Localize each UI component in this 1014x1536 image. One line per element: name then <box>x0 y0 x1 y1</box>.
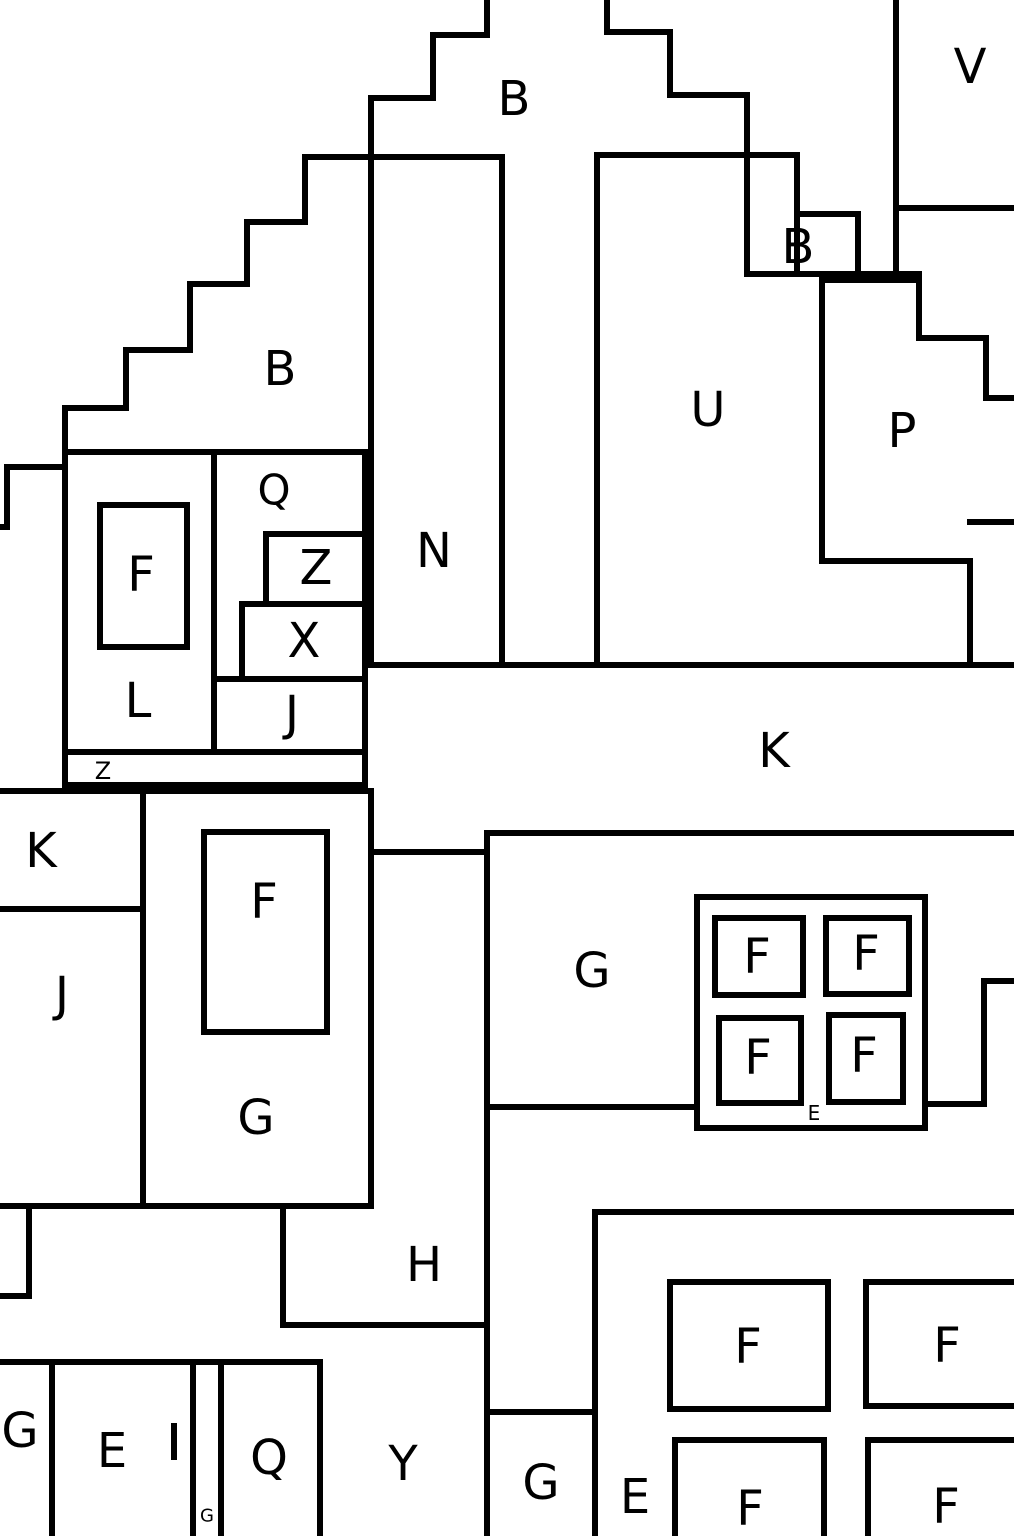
label-g-lower: G <box>237 1090 274 1146</box>
label-f-win-2: F <box>933 1318 961 1374</box>
region-labels: B V B B U P Q F Z N X L J K Z K F J G F … <box>1 39 986 1536</box>
label-q-bottom: Q <box>250 1430 288 1486</box>
label-f-grid-1: F <box>743 929 771 985</box>
label-f-grid-3: F <box>744 1030 772 1086</box>
label-b-top: B <box>498 71 531 127</box>
label-f-win-4: F <box>932 1479 960 1535</box>
label-e-bottom: E <box>97 1423 127 1479</box>
label-f-grid-4: F <box>850 1028 878 1084</box>
label-z-mid: Z <box>300 540 333 596</box>
label-e-bottom-right: E <box>620 1469 650 1525</box>
label-b-small: B <box>782 219 815 275</box>
label-n: N <box>416 523 452 579</box>
label-e-small: E <box>808 1101 821 1125</box>
label-q-top: Q <box>257 466 290 515</box>
label-f-tall: F <box>250 874 278 930</box>
label-k-band: K <box>758 723 791 779</box>
label-b-left: B <box>264 341 297 397</box>
label-j-left: J <box>52 967 69 1023</box>
label-g-mid: G <box>573 943 610 999</box>
label-f-grid-2: F <box>852 926 880 982</box>
label-l: L <box>125 673 152 729</box>
label-y: Y <box>387 1436 418 1492</box>
label-i-bottom: I <box>168 1416 181 1467</box>
label-x: X <box>288 613 321 669</box>
label-g-bottom: G <box>522 1455 559 1511</box>
label-u: U <box>690 382 725 438</box>
label-p: P <box>888 403 917 459</box>
label-f-win-1: F <box>734 1319 762 1375</box>
label-h: H <box>406 1237 442 1293</box>
label-v-top: V <box>954 39 987 95</box>
label-g-bottom-left: G <box>1 1403 38 1459</box>
label-z-small: Z <box>95 757 111 785</box>
label-k-left: K <box>25 823 58 879</box>
label-g-tiny: G <box>200 1506 214 1527</box>
label-f-window: F <box>127 547 155 603</box>
label-j-mid: J <box>282 686 299 742</box>
label-f-win-3: F <box>736 1481 764 1536</box>
